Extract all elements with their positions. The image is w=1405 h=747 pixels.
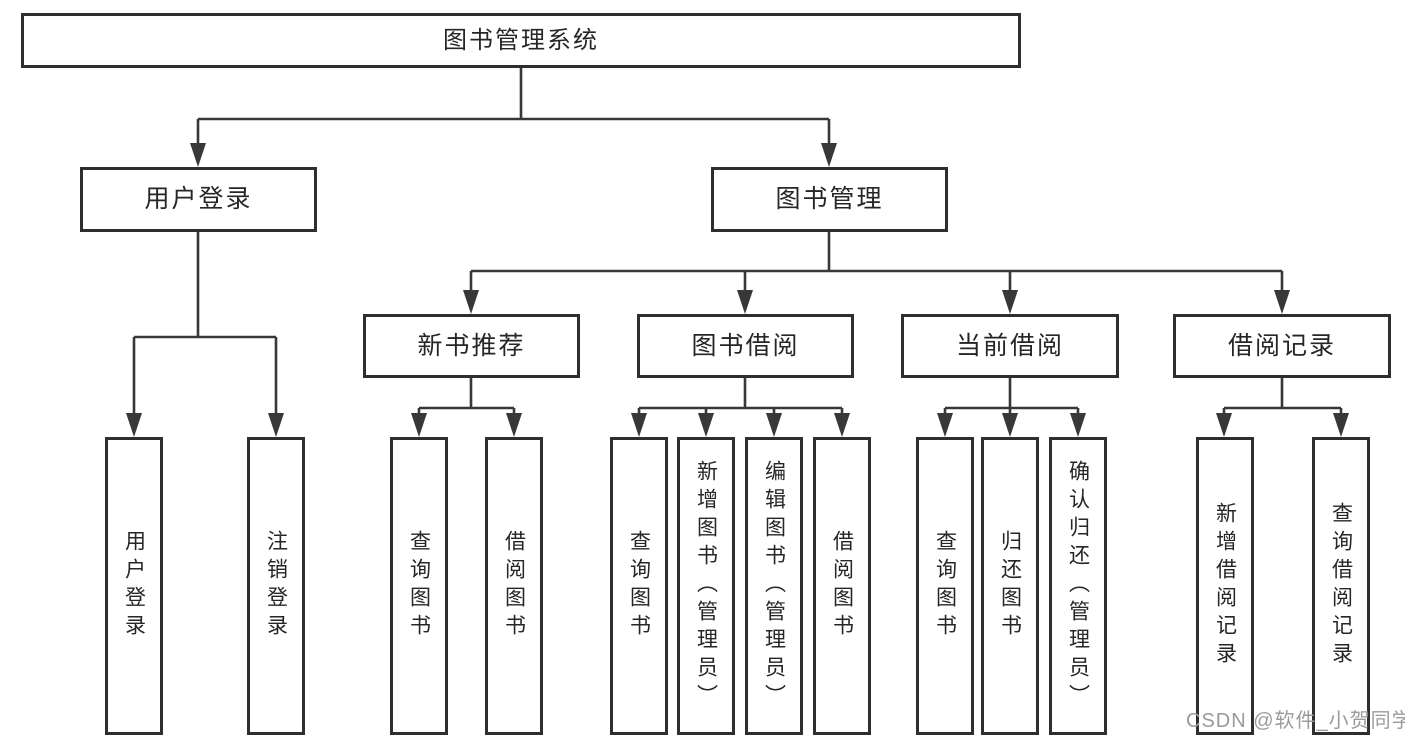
node-new-book-recommend: 新书推荐 bbox=[363, 314, 580, 378]
leaf-current-confirm-return-admin: 确认归还（管理员） bbox=[1049, 437, 1107, 735]
leaf-records-add-record: 新增借阅记录 bbox=[1196, 437, 1254, 735]
node-current-borrowing: 当前借阅 bbox=[901, 314, 1119, 378]
leaf-current-query-books: 查询图书 bbox=[916, 437, 974, 735]
leaf-recommend-query-books: 查询图书 bbox=[390, 437, 448, 735]
leaf-recommend-borrow-books: 借阅图书 bbox=[485, 437, 543, 735]
leaf-borrowing-edit-books-admin: 编辑图书（管理员） bbox=[745, 437, 803, 735]
leaf-current-return-books: 归还图书 bbox=[981, 437, 1039, 735]
leaf-borrowing-add-books-admin: 新增图书（管理员） bbox=[677, 437, 735, 735]
node-borrowing-records: 借阅记录 bbox=[1173, 314, 1391, 378]
csdn-watermark: CSDN @软件_小贺同学 bbox=[1186, 710, 1405, 732]
node-root-system: 图书管理系统 bbox=[21, 13, 1021, 68]
leaf-records-query-record: 查询借阅记录 bbox=[1312, 437, 1370, 735]
node-book-management: 图书管理 bbox=[711, 167, 948, 232]
node-user-login: 用户登录 bbox=[80, 167, 317, 232]
leaf-borrowing-query-books: 查询图书 bbox=[610, 437, 668, 735]
leaf-user-login: 用户登录 bbox=[105, 437, 163, 735]
leaf-logout: 注销登录 bbox=[247, 437, 305, 735]
node-book-borrowing: 图书借阅 bbox=[637, 314, 854, 378]
leaf-borrowing-borrow-books: 借阅图书 bbox=[813, 437, 871, 735]
